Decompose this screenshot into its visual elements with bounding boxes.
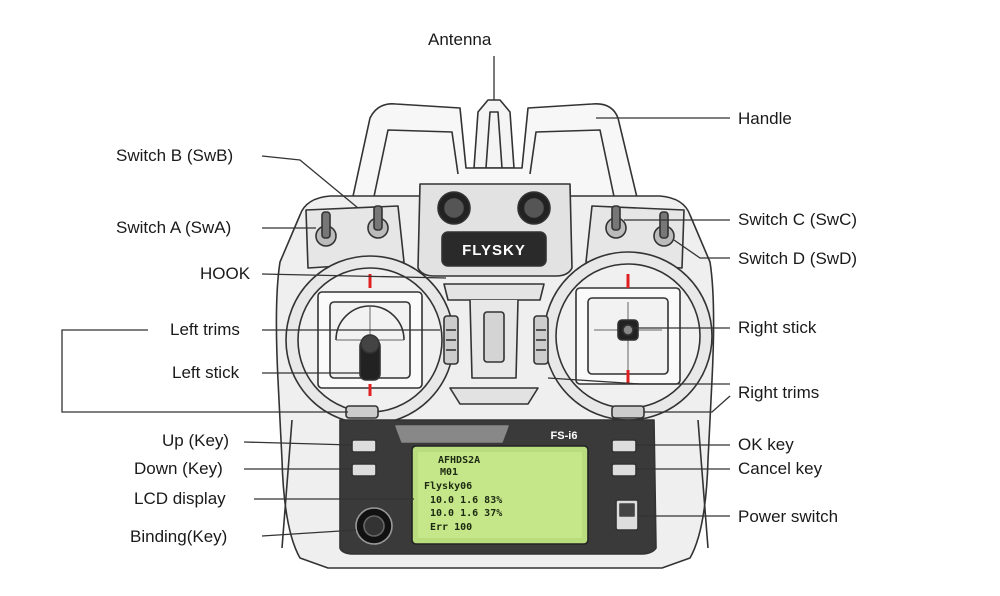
brand-badge bbox=[441, 231, 547, 267]
label-cancel-key: Cancel key bbox=[738, 459, 823, 478]
binding-key-leader bbox=[261, 529, 357, 537]
center-trim[interactable] bbox=[483, 311, 505, 363]
lcd-line-3: Flysky06 bbox=[424, 481, 472, 492]
hook bbox=[443, 283, 545, 301]
label-switch-a: Switch A (SwA) bbox=[116, 218, 232, 237]
left-horizontal-trim[interactable] bbox=[345, 405, 379, 419]
right-trims-leader-1 bbox=[547, 377, 730, 385]
switch-b-leader bbox=[261, 155, 359, 209]
label-down-key: Down (Key) bbox=[134, 459, 223, 478]
left-trims-bracket bbox=[61, 329, 348, 413]
label-ok-key: OK key bbox=[738, 435, 794, 454]
model-name: FS-i6 bbox=[551, 430, 578, 442]
label-right-trims: Right trims bbox=[738, 383, 820, 402]
antenna bbox=[473, 99, 515, 169]
label-switch-b: Switch B (SwB) bbox=[116, 146, 234, 165]
up-key-leader bbox=[243, 441, 353, 446]
label-up-key: Up (Key) bbox=[162, 431, 230, 450]
label-power-switch: Power switch bbox=[738, 507, 839, 526]
label-handle: Handle bbox=[738, 109, 792, 128]
right-horizontal-trim[interactable] bbox=[611, 405, 645, 419]
lcd-line-5: 10.0 1.6 37% bbox=[430, 508, 502, 519]
cancel-key[interactable] bbox=[611, 463, 637, 477]
label-left-trims: Left trims bbox=[170, 320, 240, 339]
up-key[interactable] bbox=[351, 439, 377, 453]
label-hook: HOOK bbox=[200, 264, 251, 283]
label-binding-key: Binding(Key) bbox=[130, 527, 228, 546]
switch-d-leader bbox=[673, 239, 730, 259]
label-switch-c: Switch C (SwC) bbox=[738, 210, 858, 229]
lcd-line-4: 10.0 1.6 83% bbox=[430, 495, 502, 506]
down-key[interactable] bbox=[351, 463, 377, 477]
lcd-line-6: Err 100 bbox=[430, 522, 472, 533]
label-left-stick: Left stick bbox=[172, 363, 240, 382]
label-right-stick: Right stick bbox=[738, 318, 817, 337]
lcd-line-2: M01 bbox=[440, 467, 458, 478]
label-switch-d: Switch D (SwD) bbox=[738, 249, 858, 268]
ok-key[interactable] bbox=[611, 439, 637, 453]
hook-leader bbox=[261, 273, 447, 279]
right-trims-leader-2 bbox=[644, 395, 731, 413]
brand-logo: FLYSKY bbox=[462, 242, 526, 259]
lcd-line-1: AFHDS2A bbox=[438, 455, 480, 466]
label-antenna: Antenna bbox=[428, 30, 492, 49]
label-lcd-display: LCD display bbox=[134, 489, 226, 508]
